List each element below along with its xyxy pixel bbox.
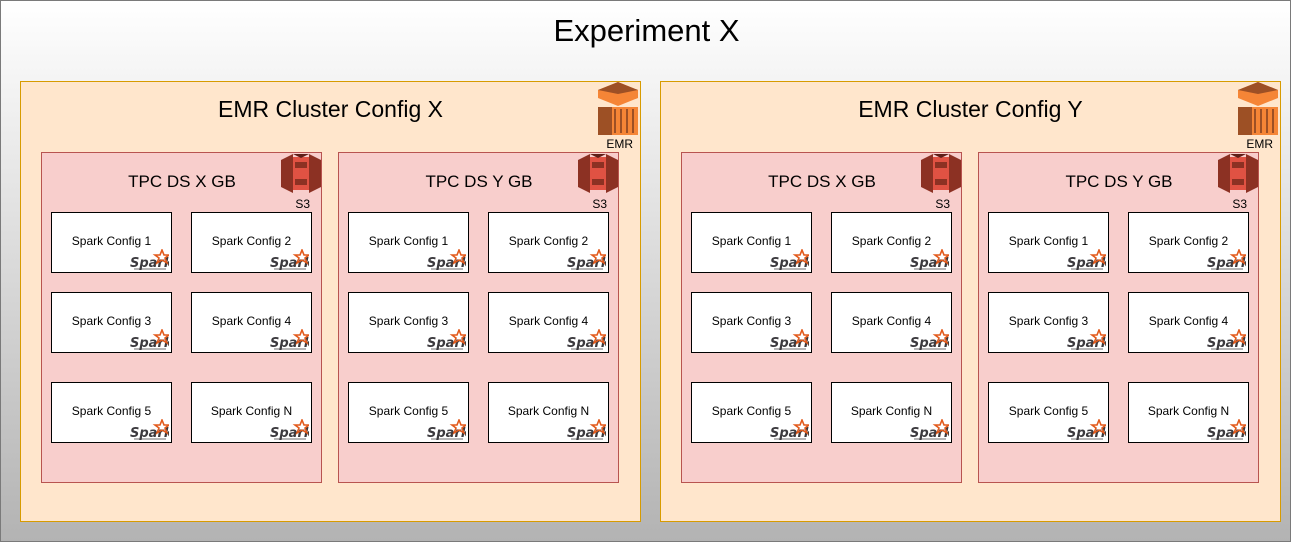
apache-spark-logo — [269, 249, 309, 271]
spark-config-box: Spark Config 1 — [348, 212, 469, 273]
spark-config-box: Spark Config N — [191, 382, 312, 443]
apache-spark-logo — [129, 249, 169, 271]
spark-config-label: Spark Config 2 — [211, 234, 292, 248]
spark-config-box: Spark Config 4 — [488, 292, 609, 353]
spark-config-label: Spark Config N — [210, 404, 293, 418]
spark-config-label: Spark Config 4 — [851, 314, 932, 328]
experiment-title: Experiment X — [553, 13, 740, 48]
spark-config-label: Spark Config 3 — [368, 314, 449, 328]
spark-config-box: Spark Config 2 — [191, 212, 312, 273]
spark-config-label: Spark Config 2 — [851, 234, 932, 248]
spark-config-box: Spark Config 3 — [348, 292, 469, 353]
apache-spark-logo — [269, 329, 309, 351]
apache-spark-logo — [566, 419, 606, 441]
spark-config-box: Spark Config N — [488, 382, 609, 443]
apache-spark-logo — [909, 249, 949, 271]
spark-config-label: Spark Config N — [1147, 404, 1230, 418]
apache-spark-logo — [426, 249, 466, 271]
spark-config-box: Spark Config 3 — [988, 292, 1109, 353]
spark-config-box: Spark Config 1 — [691, 212, 812, 273]
spark-config-box: Spark Config 4 — [1128, 292, 1249, 353]
cluster-title: EMR Cluster Config X — [218, 96, 443, 122]
spark-config-box: Spark Config 2 — [1128, 212, 1249, 273]
apache-spark-logo — [1066, 419, 1106, 441]
emr-label: EMR — [1246, 137, 1273, 151]
aws-s3-icon — [921, 154, 961, 193]
aws-emr-icon — [1238, 82, 1278, 135]
apache-spark-logo — [1206, 249, 1246, 271]
spark-config-box: Spark Config 5 — [691, 382, 812, 443]
aws-s3-icon — [578, 154, 618, 193]
spark-config-label: Spark Config 3 — [71, 314, 152, 328]
apache-spark-logo — [1066, 329, 1106, 351]
s3-label: S3 — [592, 197, 607, 211]
dataset-title: TPC DS Y GB — [1065, 172, 1173, 191]
s3-label: S3 — [935, 197, 950, 211]
spark-config-label: Spark Config 4 — [1148, 314, 1229, 328]
spark-config-label: Spark Config 1 — [711, 234, 792, 248]
spark-config-label: Spark Config N — [507, 404, 590, 418]
spark-config-label: Spark Config 1 — [368, 234, 449, 248]
spark-config-label: Spark Config 4 — [508, 314, 589, 328]
spark-config-label: Spark Config 1 — [71, 234, 152, 248]
apache-spark-logo — [129, 419, 169, 441]
spark-config-label: Spark Config 5 — [71, 404, 152, 418]
apache-spark-logo — [909, 329, 949, 351]
dataset-title: TPC DS X GB — [768, 172, 876, 191]
spark-config-box: Spark Config 2 — [831, 212, 952, 273]
spark-config-box: Spark Config 5 — [51, 382, 172, 443]
spark-config-box: Spark Config 2 — [488, 212, 609, 273]
aws-s3-icon — [281, 154, 321, 193]
spark-config-box: Spark Config 3 — [51, 292, 172, 353]
dataset-title: TPC DS X GB — [128, 172, 236, 191]
spark-config-label: Spark Config 4 — [211, 314, 292, 328]
spark-config-label: Spark Config 5 — [711, 404, 792, 418]
apache-spark-logo — [1206, 329, 1246, 351]
apache-spark-logo — [426, 419, 466, 441]
spark-config-label: Spark Config N — [850, 404, 933, 418]
spark-config-box: Spark Config 5 — [988, 382, 1109, 443]
spark-config-label: Spark Config 5 — [1008, 404, 1089, 418]
cluster-title: EMR Cluster Config Y — [858, 96, 1083, 122]
spark-config-label: Spark Config 3 — [1008, 314, 1089, 328]
spark-config-box: Spark Config 4 — [191, 292, 312, 353]
apache-spark-logo — [426, 329, 466, 351]
apache-spark-logo — [269, 419, 309, 441]
spark-config-label: Spark Config 1 — [1008, 234, 1089, 248]
spark-config-box: Spark Config 4 — [831, 292, 952, 353]
apache-spark-logo — [769, 329, 809, 351]
spark-config-label: Spark Config 5 — [368, 404, 449, 418]
spark-config-box: Spark Config 5 — [348, 382, 469, 443]
apache-spark-logo — [566, 249, 606, 271]
s3-label: S3 — [295, 197, 310, 211]
dataset-title: TPC DS Y GB — [425, 172, 533, 191]
spark-config-box: Spark Config N — [1128, 382, 1249, 443]
spark-config-box: Spark Config 3 — [691, 292, 812, 353]
apache-spark-logo — [769, 419, 809, 441]
spark-config-box: Spark Config 1 — [988, 212, 1109, 273]
spark-config-box: Spark Config N — [831, 382, 952, 443]
apache-spark-logo — [566, 329, 606, 351]
aws-s3-icon — [1218, 154, 1258, 193]
spark-config-label: Spark Config 2 — [1148, 234, 1229, 248]
apache-spark-logo — [1066, 249, 1106, 271]
s3-label: S3 — [1232, 197, 1247, 211]
spark-config-box: Spark Config 1 — [51, 212, 172, 273]
apache-spark-logo — [909, 419, 949, 441]
spark-config-label: Spark Config 3 — [711, 314, 792, 328]
apache-spark-logo — [769, 249, 809, 271]
spark-config-label: Spark Config 2 — [508, 234, 589, 248]
apache-spark-logo — [1206, 419, 1246, 441]
apache-spark-logo — [129, 329, 169, 351]
aws-emr-icon — [598, 82, 638, 135]
emr-label: EMR — [606, 137, 633, 151]
